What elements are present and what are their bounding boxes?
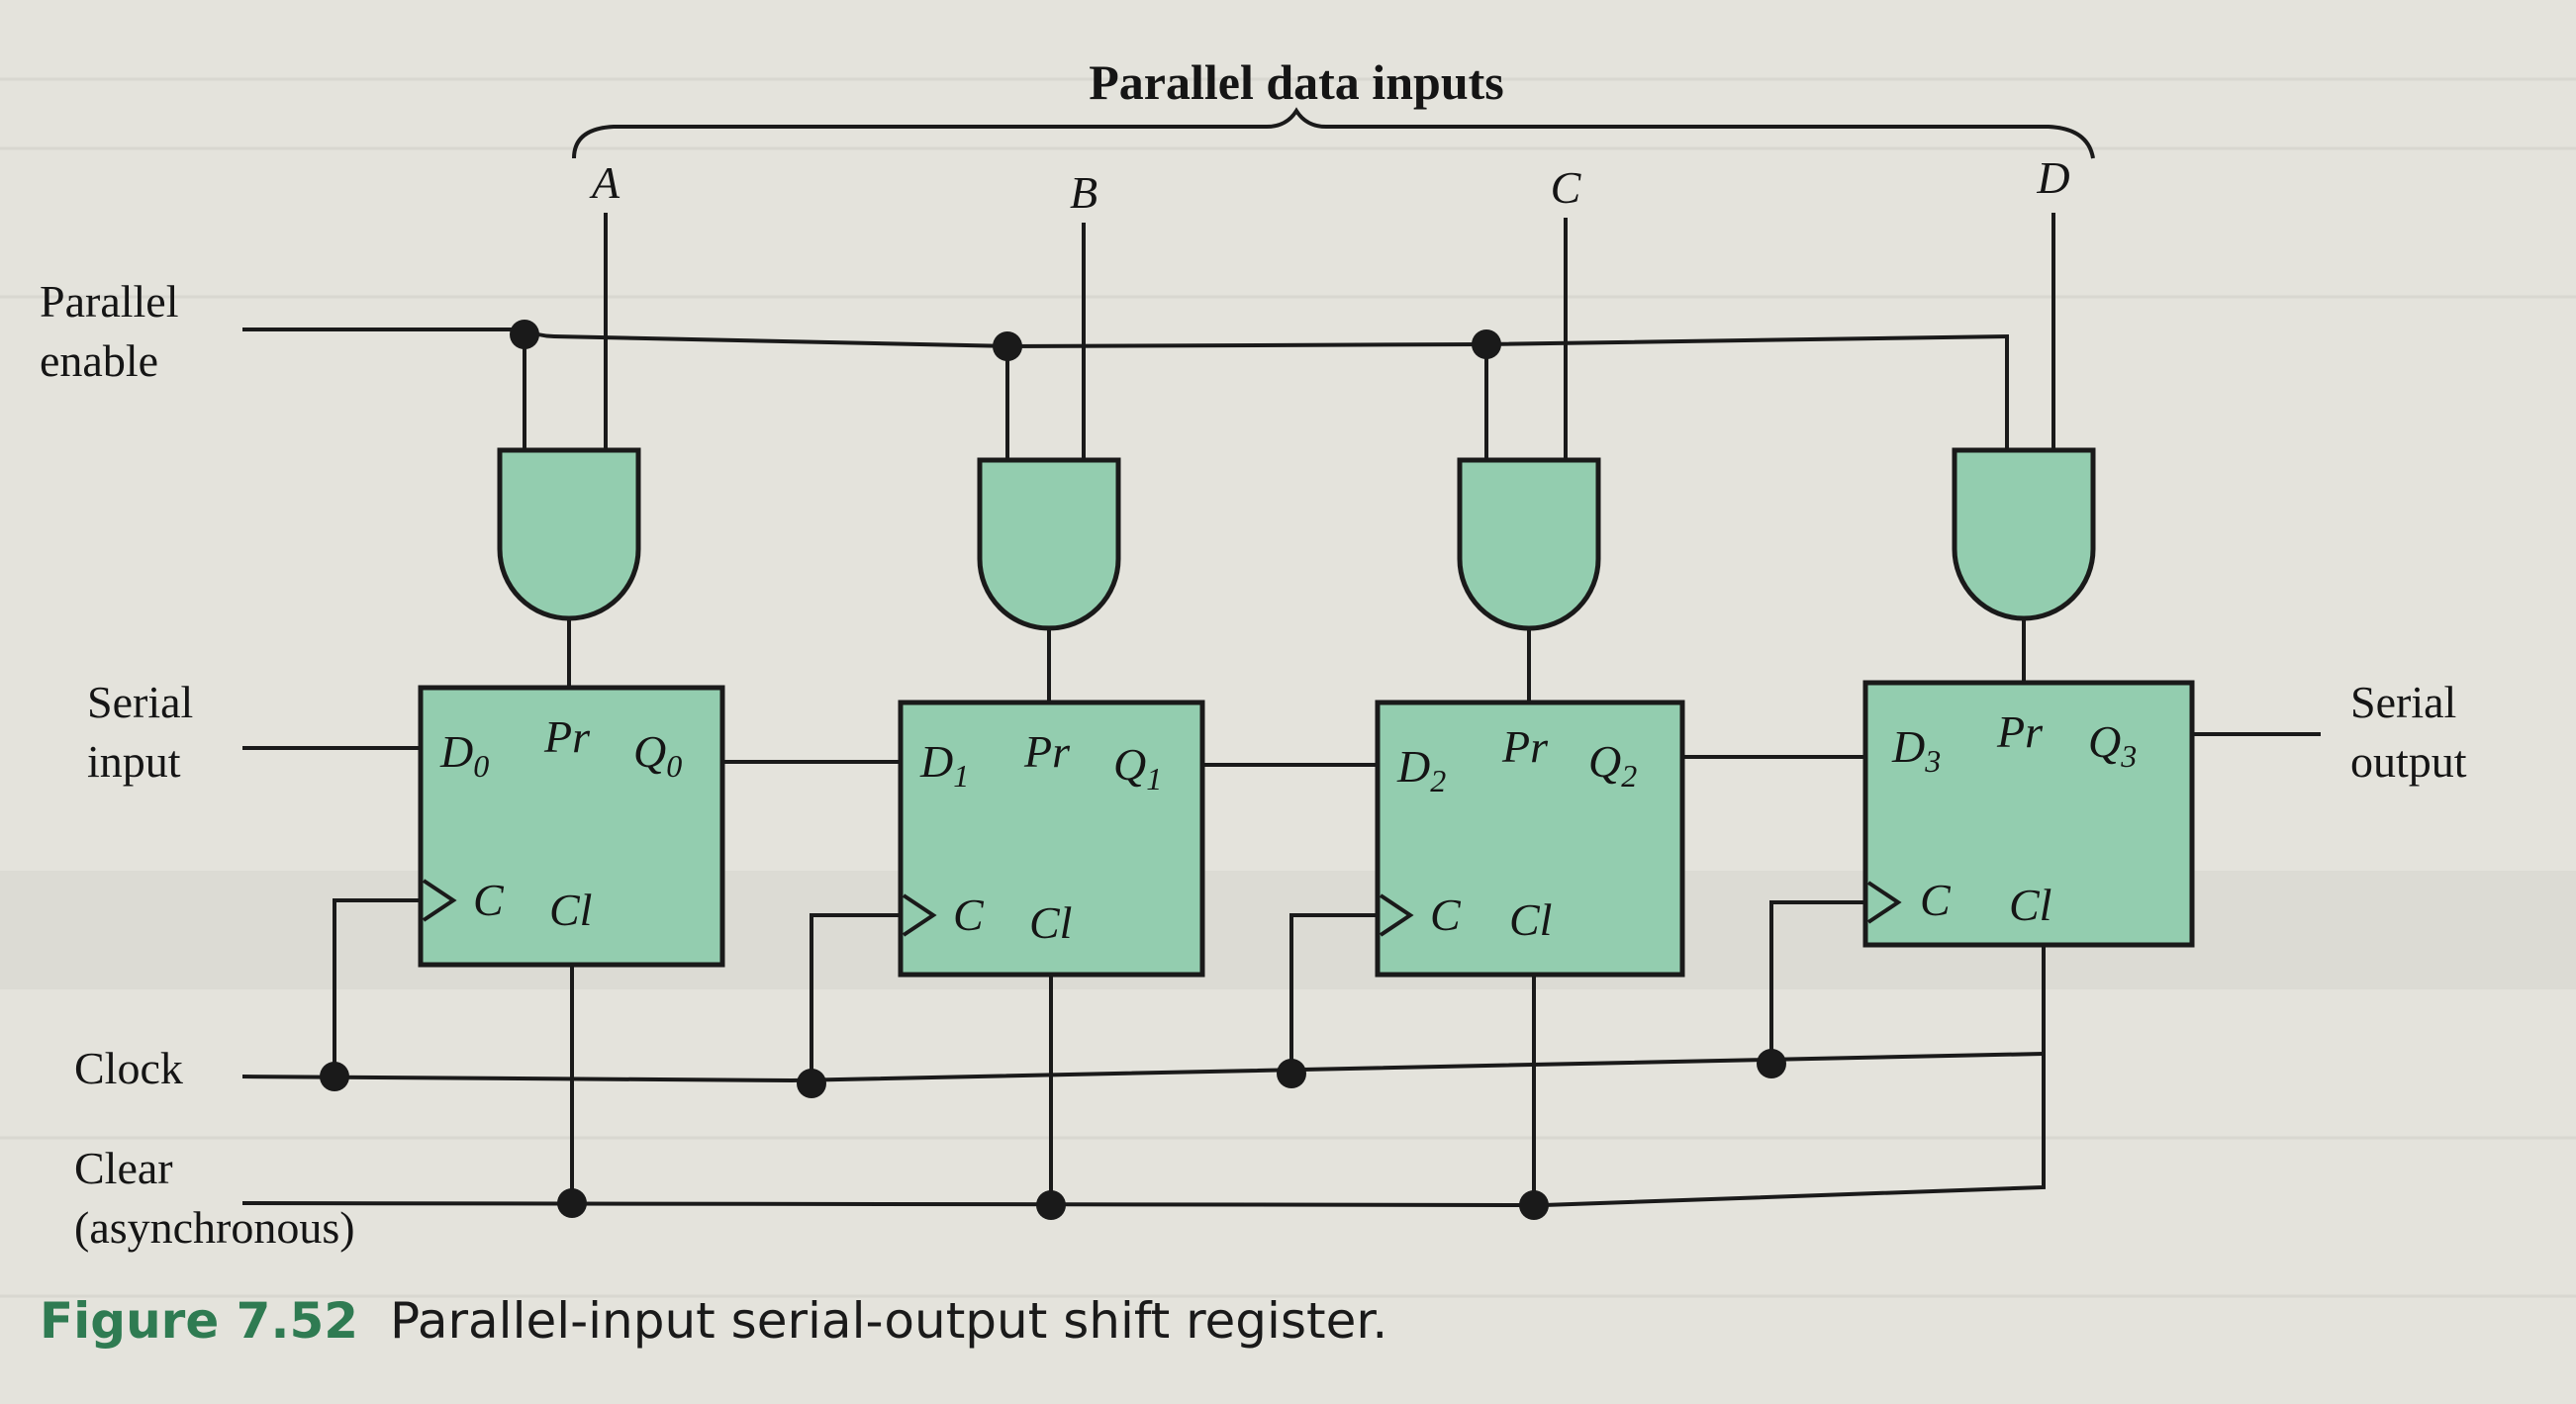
ff0-q-label: Q0 [633, 726, 682, 784]
figure-caption: Figure 7.52 Parallel-input serial-output… [40, 1292, 1387, 1350]
junction-dot [320, 1062, 349, 1091]
ff2-cl-label: Cl [1509, 894, 1552, 945]
input-label-d: D [2036, 152, 2069, 203]
serial-output-label-line1: Serial [2350, 677, 2456, 727]
ff3-cl-label: Cl [2009, 880, 2051, 930]
ff2-pr-label: Pr [1501, 721, 1549, 772]
junction-dot [1277, 1059, 1306, 1088]
clear-label-line2: (asynchronous) [74, 1202, 355, 1253]
ff2-clock-triangle [1379, 893, 1414, 937]
and-gate-0 [497, 447, 641, 621]
and-gate-2 [1457, 457, 1601, 631]
ff1-clock-triangle [902, 893, 937, 937]
diagram-title: Parallel data inputs [1089, 54, 1503, 110]
ff0-body [418, 685, 725, 968]
and-gate-3 [1952, 447, 2096, 621]
parallel-enable-wire [242, 328, 2010, 349]
ff1-q-label: Q1 [1113, 739, 1162, 796]
data-inputs-brace [572, 107, 2095, 159]
serial-output-label-line2: output [2350, 736, 2467, 787]
junction-dot [993, 331, 1022, 361]
junction-dot [1519, 1190, 1549, 1220]
ff2-c-label: C [1430, 889, 1462, 940]
ff3-clock-triangle [1866, 881, 1902, 924]
flip-flop-1: D1 Pr Q1 C Cl [898, 700, 1205, 978]
clock-to-ff3 [1769, 900, 1865, 1064]
junction-dot [1036, 1190, 1066, 1220]
junctions [320, 320, 1786, 1220]
ff3-pr-label: Pr [1996, 706, 2044, 757]
clear-bus [241, 940, 2046, 1208]
parallel-enable-label-line2: enable [40, 335, 158, 386]
ff1-cl-label: Cl [1029, 897, 1072, 948]
flip-flop-3: D3 Pr Q3 C Cl [1862, 680, 2195, 948]
clear-label-line1: Clear [74, 1143, 173, 1193]
figure-caption-text: Parallel-input serial-output shift regis… [390, 1292, 1387, 1350]
ff0-pr-label: Pr [543, 711, 591, 762]
ff3-q-label: Q3 [2088, 716, 2137, 774]
input-label-b: B [1070, 167, 1097, 218]
clock-label: Clock [74, 1043, 183, 1093]
clock-to-ff0 [333, 898, 421, 1076]
parallel-enable-label-line1: Parallel [40, 276, 179, 327]
ff0-c-label: C [473, 875, 505, 925]
junction-dot [797, 1069, 826, 1098]
serial-input-label-line2: input [87, 736, 181, 787]
and-gates [497, 447, 2096, 631]
ff0-clock-triangle [422, 879, 457, 922]
flip-flop-0: D0 Pr Q0 C Cl [418, 685, 725, 968]
wires [241, 213, 2321, 1208]
ff2-body [1375, 700, 1685, 978]
junction-dot [1472, 329, 1501, 359]
junction-dot [1757, 1049, 1786, 1078]
serial-input-label-line1: Serial [87, 677, 193, 727]
junction-dot [510, 320, 539, 349]
ff0-d-label: D0 [439, 726, 489, 784]
flip-flop-2: D2 Pr Q2 C Cl [1375, 700, 1685, 978]
and-gate-1 [977, 457, 1121, 631]
clock-to-ff2 [1289, 913, 1378, 1074]
junction-dot [557, 1188, 587, 1218]
ff2-q-label: Q2 [1588, 736, 1637, 794]
ff3-d-label: D3 [1891, 721, 1941, 779]
clock-to-ff1 [810, 913, 901, 1083]
ff1-d-label: D1 [919, 736, 969, 794]
input-label-c: C [1551, 162, 1582, 213]
ff3-c-label: C [1920, 875, 1952, 925]
figure-number: Figure 7.52 [40, 1292, 358, 1350]
clock-bus [241, 1052, 2045, 1083]
ff1-pr-label: Pr [1023, 726, 1071, 777]
ff1-c-label: C [953, 889, 985, 940]
ff1-body [898, 700, 1205, 978]
input-label-a: A [589, 157, 620, 208]
ff2-d-label: D2 [1396, 741, 1446, 798]
ff0-cl-label: Cl [549, 885, 592, 935]
ff3-body [1862, 680, 2195, 948]
